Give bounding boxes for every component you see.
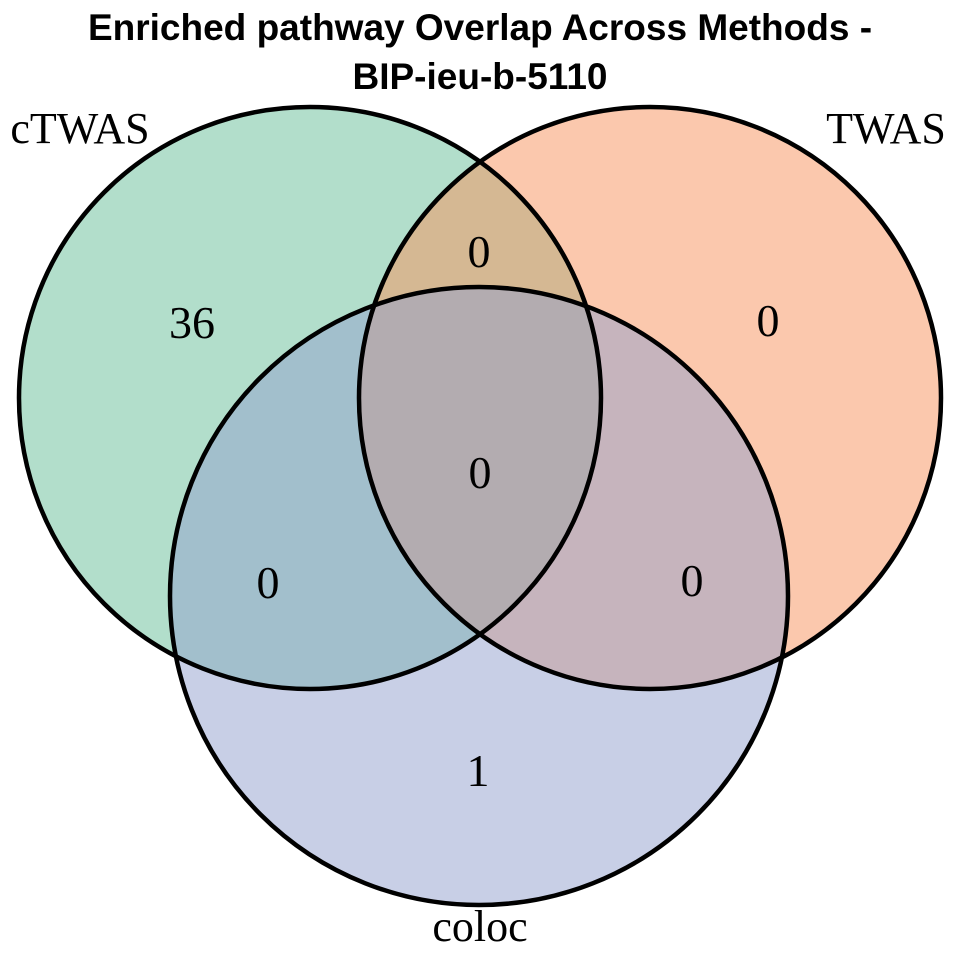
count-ctwas-coloc: 0 — [257, 557, 280, 608]
count-twas-only: 0 — [757, 295, 780, 346]
count-ctwas-only: 36 — [169, 297, 215, 348]
count-all-three: 0 — [469, 447, 492, 498]
venn-circle-fills — [19, 107, 941, 905]
set-label-twas: TWAS — [826, 104, 946, 153]
twas-circle-outline — [356, 104, 944, 692]
venn-set-labels: cTWAS TWAS coloc — [10, 104, 946, 951]
coloc-circle-outline — [167, 284, 791, 908]
count-twas-coloc: 0 — [681, 555, 704, 606]
coloc-circle-fill — [170, 287, 788, 905]
chart-title-line1: Enriched pathway Overlap Across Methods … — [88, 7, 872, 48]
set-label-ctwas: cTWAS — [10, 104, 149, 153]
count-coloc-only: 1 — [467, 745, 490, 796]
chart-title-line2: BIP-ieu-b-5110 — [353, 56, 608, 97]
venn-circle-outlines — [16, 104, 944, 908]
ctwas-circle-outline — [16, 104, 604, 692]
count-ctwas-twas: 0 — [468, 226, 491, 277]
venn-region-counts: 36 0 1 0 0 0 0 — [169, 226, 780, 796]
set-label-coloc: coloc — [432, 902, 527, 951]
